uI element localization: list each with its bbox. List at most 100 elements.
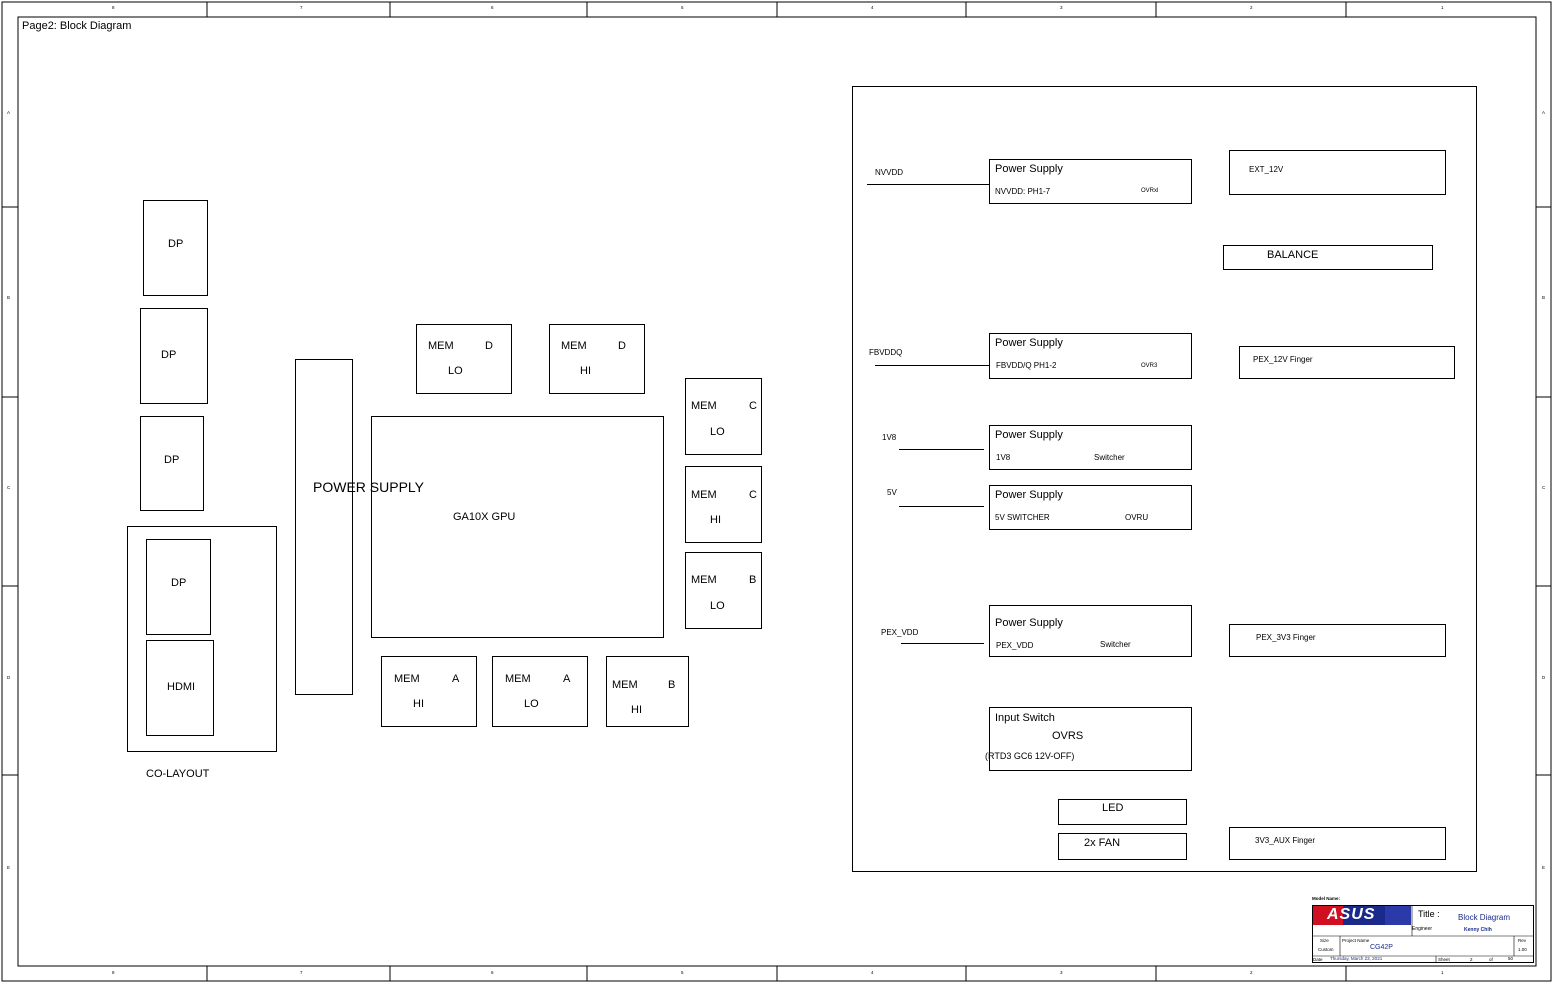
pex-3v3-finger-block: PEX_3V3 Finger	[1229, 624, 1446, 657]
engineer-value: Kenny Chih	[1464, 927, 1492, 933]
ext-12v-block: EXT_12V	[1229, 150, 1446, 195]
mem-position: LO	[448, 365, 463, 377]
rail-label-5v: 5V	[887, 488, 897, 497]
of-value: 50	[1508, 956, 1514, 961]
mem-label: MEM	[691, 400, 717, 412]
balance-label: BALANCE	[1267, 249, 1319, 261]
zone-label-side: B	[1542, 295, 1546, 300]
mem-label: MEM	[394, 673, 420, 685]
led-block: LED	[1058, 799, 1187, 825]
dp-connector-1: DP	[143, 200, 208, 296]
of-label: of	[1489, 957, 1493, 962]
zone-label-bottom: 5	[681, 970, 684, 975]
power-supply-block	[295, 359, 353, 695]
hdmi-connector: HDMI	[146, 640, 214, 736]
input-switch-block: Input Switch OVRS	[989, 707, 1192, 771]
zone-label-bottom: 2	[1250, 970, 1253, 975]
dp-connector-4: DP	[146, 539, 211, 635]
asus-logo: ASUS	[1313, 906, 1411, 925]
pex-12v-finger-block: PEX_12V Finger	[1239, 346, 1455, 379]
sheet-label: Sheet	[1438, 957, 1450, 962]
power-supply-fbvddq: Power Supply FBVDD/Q PH1-2 OVR3	[989, 333, 1192, 379]
dp-label: DP	[168, 238, 184, 250]
dp-connector-3: DP	[140, 416, 204, 511]
logo-text: ASUS	[1327, 906, 1376, 923]
gpu-label: GA10X GPU	[453, 511, 516, 523]
colayout-group	[127, 526, 277, 752]
zone-label-side: B	[7, 295, 11, 300]
power-supply-label: POWER SUPPLY	[313, 479, 424, 495]
mem-position: LO	[524, 698, 539, 710]
mem-b-lo: MEM B LO	[685, 552, 762, 629]
mem-label: MEM	[561, 340, 587, 352]
balance-block: BALANCE	[1223, 245, 1433, 270]
power-supply-title: Power Supply	[995, 489, 1063, 501]
rail-wire	[875, 365, 989, 366]
mem-position: HI	[580, 365, 591, 377]
zone-label-top: 1	[1441, 5, 1444, 10]
power-supply-controller: OVRxl	[1141, 188, 1159, 194]
mem-c-lo: MEM C LO	[685, 378, 762, 455]
zone-label-side: D	[1542, 675, 1546, 680]
aux-3v3-finger-label: 3V3_AUX Finger	[1255, 836, 1316, 845]
power-supply-detail: 1V8	[996, 453, 1011, 462]
mem-label: MEM	[428, 340, 454, 352]
size-label: Size	[1320, 938, 1329, 943]
mem-channel: B	[749, 574, 757, 586]
rail-wire	[899, 449, 984, 450]
power-supply-pexvdd: Power Supply PEX_VDD Switcher	[989, 605, 1192, 657]
power-supply-title: Power Supply	[995, 617, 1063, 629]
logo-red-accent	[1313, 906, 1343, 925]
mem-channel: D	[485, 340, 493, 352]
mem-channel: A	[563, 673, 571, 685]
zone-label-top: 2	[1250, 5, 1253, 10]
rail-wire	[901, 643, 984, 644]
mem-position: LO	[710, 426, 725, 438]
power-supply-controller: OVRU	[1125, 513, 1149, 522]
title-block	[1312, 905, 1534, 963]
rail-wire	[899, 506, 984, 507]
project-value: CG42P	[1370, 944, 1393, 951]
gpu-block: GA10X GPU	[371, 416, 664, 638]
colayout-label: CO-LAYOUT	[146, 768, 210, 780]
zone-label-bottom: 8	[112, 970, 115, 975]
mem-label: MEM	[612, 679, 638, 691]
dp-label: DP	[164, 454, 180, 466]
mem-channel: B	[668, 679, 676, 691]
power-supply-title: Power Supply	[995, 163, 1063, 175]
ext-12v-label: EXT_12V	[1249, 165, 1284, 174]
rail-label-pexvdd: PEX_VDD	[881, 628, 919, 637]
mem-channel: C	[749, 489, 757, 501]
power-supply-controller: Switcher	[1100, 640, 1131, 649]
mem-b-hi: MEM B HI	[606, 656, 689, 727]
mem-d-hi: MEM D HI	[549, 324, 645, 394]
mem-a-hi: MEM A HI	[381, 656, 477, 727]
custom-label: Custom	[1318, 947, 1334, 952]
zone-label-bottom: 1	[1441, 970, 1444, 975]
power-section-frame	[852, 86, 1477, 872]
zone-label-top: 7	[300, 5, 303, 10]
power-supply-5v: Power Supply 5V SWITCHER OVRU	[989, 485, 1192, 530]
zone-label-side: A	[1542, 110, 1546, 115]
zone-label-side: A	[7, 110, 11, 115]
input-switch-title: Input Switch	[995, 712, 1055, 724]
mem-label: MEM	[691, 574, 717, 586]
project-label: Project Name	[1342, 938, 1370, 943]
power-supply-detail: PEX_VDD	[996, 641, 1034, 650]
power-supply-detail: NVVDD: PH1-7	[995, 187, 1051, 196]
date-label: Date	[1313, 957, 1323, 962]
zone-label-side: D	[7, 675, 11, 680]
sheet-value: 2	[1470, 957, 1473, 962]
rail-label-1v8: 1V8	[882, 433, 897, 442]
power-supply-detail: 5V SWITCHER	[995, 513, 1050, 522]
page-title: Page2: Block Diagram	[22, 20, 132, 32]
input-switch-detail: (RTD3 GC6 12V-OFF)	[985, 751, 1075, 761]
dp-connector-2: DP	[140, 308, 208, 404]
aux-3v3-finger-block: 3V3_AUX Finger	[1229, 827, 1446, 860]
pex-3v3-finger-label: PEX_3V3 Finger	[1256, 633, 1316, 642]
mem-position: HI	[631, 704, 642, 716]
mem-channel: C	[749, 400, 757, 412]
mem-channel: D	[618, 340, 626, 352]
model-name-label: Model Name:	[1312, 896, 1341, 901]
